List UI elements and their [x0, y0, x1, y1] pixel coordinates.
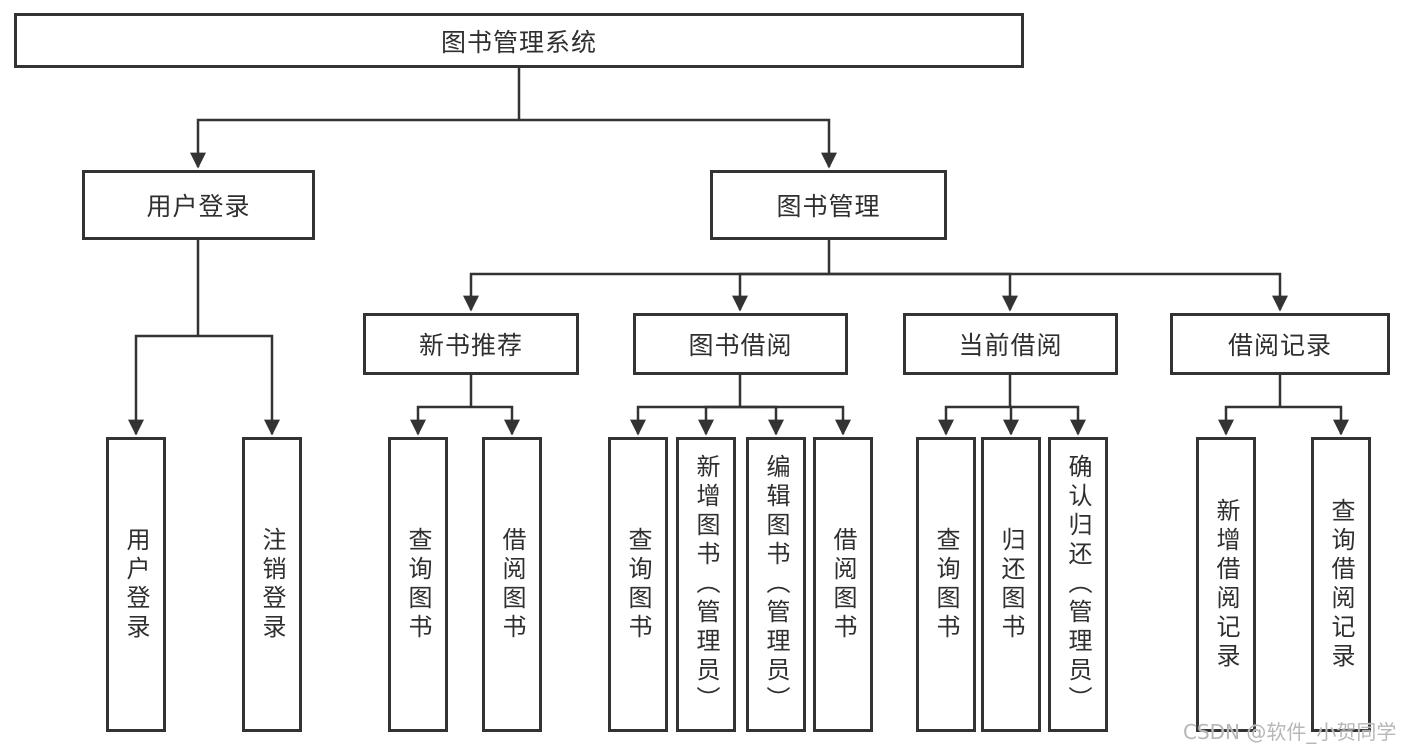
node-label: 新增借阅记录 [1212, 497, 1240, 672]
leaf-add-books-admin: 新增图书（管理员） [676, 437, 736, 732]
node-label: 用户登录 [146, 192, 251, 221]
leaf-query-books-current: 查询图书 [916, 437, 976, 732]
node-library-management-system: 图书管理系统 [14, 13, 1024, 68]
leaf-logout-login: 注销登录 [242, 437, 302, 732]
node-label: 当前借阅 [958, 331, 1063, 360]
node-book-management: 图书管理 [710, 170, 947, 240]
node-label: 借阅图书 [829, 526, 857, 643]
node-label: 归还图书 [997, 526, 1025, 643]
node-current-borrow: 当前借阅 [903, 313, 1118, 375]
node-label: 查询图书 [624, 526, 652, 643]
leaf-query-borrow-record: 查询借阅记录 [1311, 437, 1371, 732]
node-borrow-records: 借阅记录 [1170, 313, 1390, 375]
leaf-query-books-recommend: 查询图书 [388, 437, 448, 732]
leaf-confirm-return-admin: 确认归还（管理员） [1048, 437, 1108, 732]
node-label: 借阅图书 [498, 526, 526, 643]
node-label: 图书管理 [776, 192, 881, 221]
node-label: 查询图书 [932, 526, 960, 643]
node-label: 确认归还（管理员） [1064, 454, 1092, 715]
node-label: 图书借阅 [688, 331, 793, 360]
node-label: 图书管理系统 [440, 27, 597, 57]
node-label: 编辑图书（管理员） [762, 454, 790, 715]
leaf-add-borrow-record: 新增借阅记录 [1196, 437, 1256, 732]
leaf-query-books-borrow: 查询图书 [608, 437, 668, 732]
node-user-login: 用户登录 [82, 170, 315, 240]
node-book-borrow: 图书借阅 [633, 313, 848, 375]
leaf-edit-books-admin: 编辑图书（管理员） [746, 437, 806, 732]
node-label: 查询借阅记录 [1327, 497, 1355, 672]
node-label: 新书推荐 [418, 331, 523, 360]
node-label: 借阅记录 [1227, 331, 1332, 360]
leaf-borrow-books-borrow: 借阅图书 [813, 437, 873, 732]
node-new-book-recommend: 新书推荐 [363, 313, 579, 375]
node-label: 新增图书（管理员） [692, 454, 720, 715]
node-label: 用户登录 [122, 526, 150, 643]
node-label: 注销登录 [258, 526, 286, 643]
csdn-watermark: CSDN @软件_小贺同学 [1183, 720, 1397, 744]
leaf-return-books: 归还图书 [981, 437, 1041, 732]
node-label: 查询图书 [404, 526, 432, 643]
leaf-borrow-books-recommend: 借阅图书 [482, 437, 542, 732]
leaf-user-login: 用户登录 [106, 437, 166, 732]
